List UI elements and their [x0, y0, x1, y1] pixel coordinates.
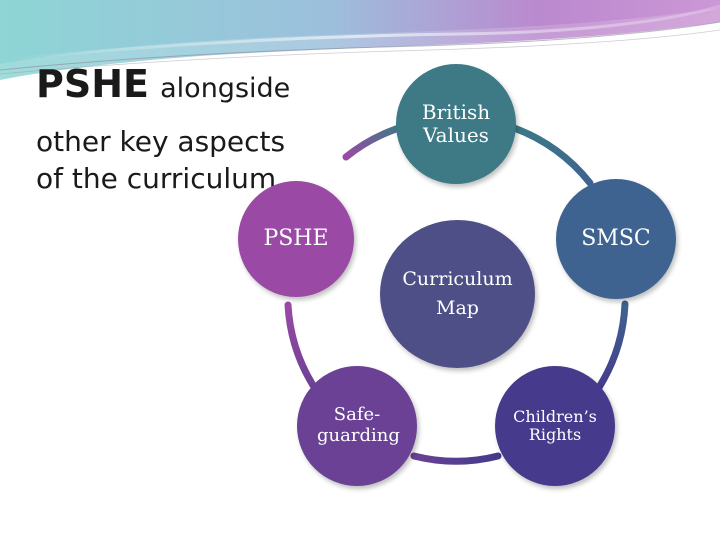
center-node-label: Curriculum Map	[380, 265, 535, 324]
arc-british-values-to-smsc	[514, 128, 590, 183]
node-label-safeguarding: Safe-guarding	[317, 405, 397, 446]
node-label-pshe: PSHE	[263, 226, 328, 251]
diagram-node-british-values: British Values	[396, 64, 516, 184]
diagram-node-safeguarding: Safe-guarding	[297, 366, 417, 486]
arc-smsc-to-childrens-rights	[596, 304, 625, 392]
node-label-smsc: SMSC	[581, 226, 651, 251]
arc-childrens-rights-to-safeguarding	[414, 456, 498, 461]
node-label-british-values: British Values	[416, 101, 496, 147]
node-label-childrens-rights: Children’s Rights	[507, 408, 603, 445]
diagram-node-childrens-rights: Children’s Rights	[495, 366, 615, 486]
diagram-node-pshe: PSHE	[238, 181, 354, 297]
arc-pshe-to-british-values	[346, 127, 402, 157]
arc-safeguarding-to-pshe	[288, 305, 316, 390]
diagram-node-smsc: SMSC	[556, 179, 676, 299]
diagram-center-node: Curriculum Map	[380, 220, 535, 368]
